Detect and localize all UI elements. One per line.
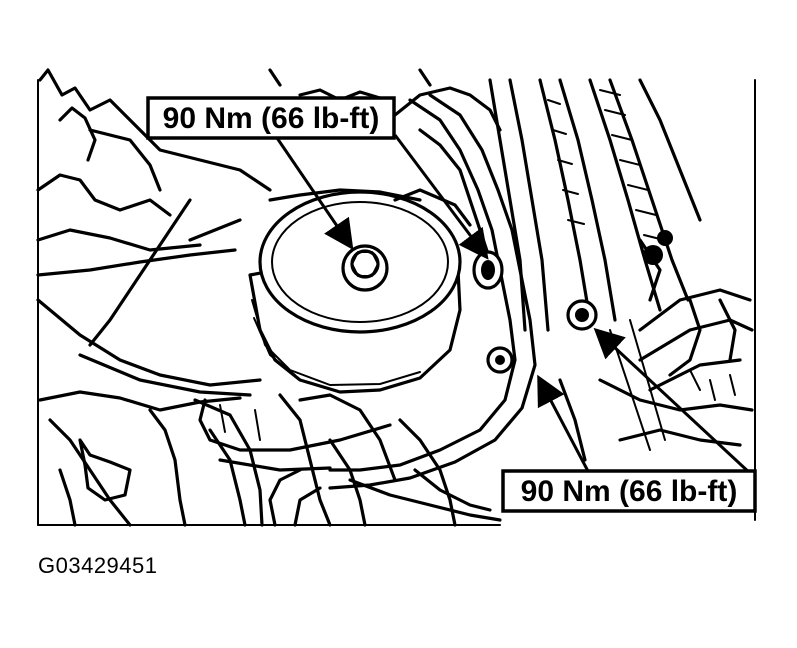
oil-filter-housing: [248, 188, 472, 394]
torque-callout-bottom-label: 90 Nm (66 lb-ft): [521, 475, 738, 508]
lower-bracket: [198, 398, 392, 472]
torque-callout-top: 90 Nm (66 lb-ft): [146, 96, 396, 140]
callout-bottom-leader-2: [593, 327, 754, 477]
figure-frame: [37, 79, 756, 526]
bolt-heads: [472, 250, 598, 374]
figure-id-label: G03429451: [38, 553, 158, 578]
torque-callout-bottom: 90 Nm (66 lb-ft): [501, 469, 757, 513]
belt-and-pipe-linework: [488, 78, 754, 462]
callout-top-leader-2: [393, 134, 489, 260]
callout-top-leader-1: [273, 134, 354, 250]
callout-bottom-leader-1: [537, 374, 592, 476]
oil-line-tube: [268, 93, 537, 527]
torque-callout-top-label: 90 Nm (66 lb-ft): [163, 102, 380, 135]
